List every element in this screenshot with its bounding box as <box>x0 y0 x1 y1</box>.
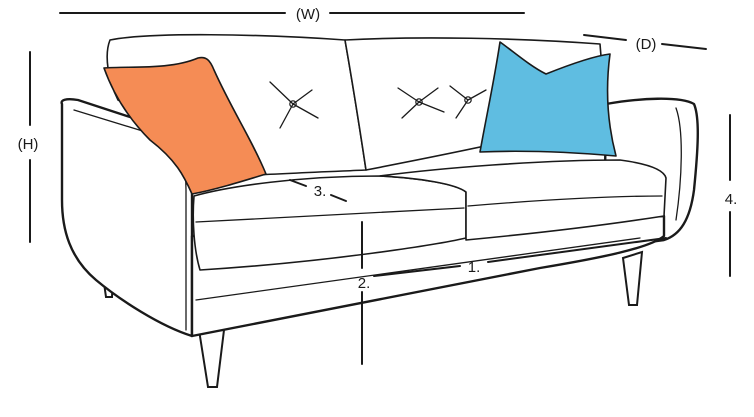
depth-line-left <box>583 34 627 41</box>
callout-3: 3. <box>289 179 347 202</box>
width-label: (W) <box>296 6 320 23</box>
left-arm <box>60 98 194 338</box>
height-label: (H) <box>18 136 39 153</box>
front-right-leg <box>621 250 644 306</box>
height-dimension: (H) <box>18 51 39 243</box>
point-1-label: 1. <box>468 259 481 276</box>
right-arm-piping <box>675 107 682 221</box>
depth-line-right <box>661 43 707 50</box>
seat-cushion-left-seam <box>195 207 465 223</box>
callout-3-line-right <box>330 194 347 202</box>
depth-label: (D) <box>636 36 657 53</box>
seat-cushion-right <box>379 159 667 241</box>
callout-1-line-right <box>487 237 667 263</box>
point-2-label: 2. <box>358 275 371 292</box>
orange-throw-cushion <box>103 56 267 195</box>
seat-cushion-right-seam <box>467 195 663 207</box>
callout-1: 1. <box>373 237 667 277</box>
tuft-creases-1 <box>269 81 319 129</box>
base-piping <box>195 237 641 301</box>
front-left-leg <box>197 329 226 388</box>
depth-dimension: (D) <box>583 34 707 53</box>
point-4-label: 4. <box>725 191 738 208</box>
tuft-creases-3 <box>449 85 487 119</box>
tuft-creases-2 <box>397 87 445 119</box>
callout-2: 2. <box>358 221 371 365</box>
width-dimension: (W) <box>59 6 525 23</box>
callout-3-line-left <box>289 179 307 187</box>
seat-height-dimension: 4. <box>725 114 738 277</box>
callout-1-line-left <box>373 265 461 277</box>
point-3-label: 3. <box>314 183 327 200</box>
blue-throw-cushion <box>479 41 617 157</box>
